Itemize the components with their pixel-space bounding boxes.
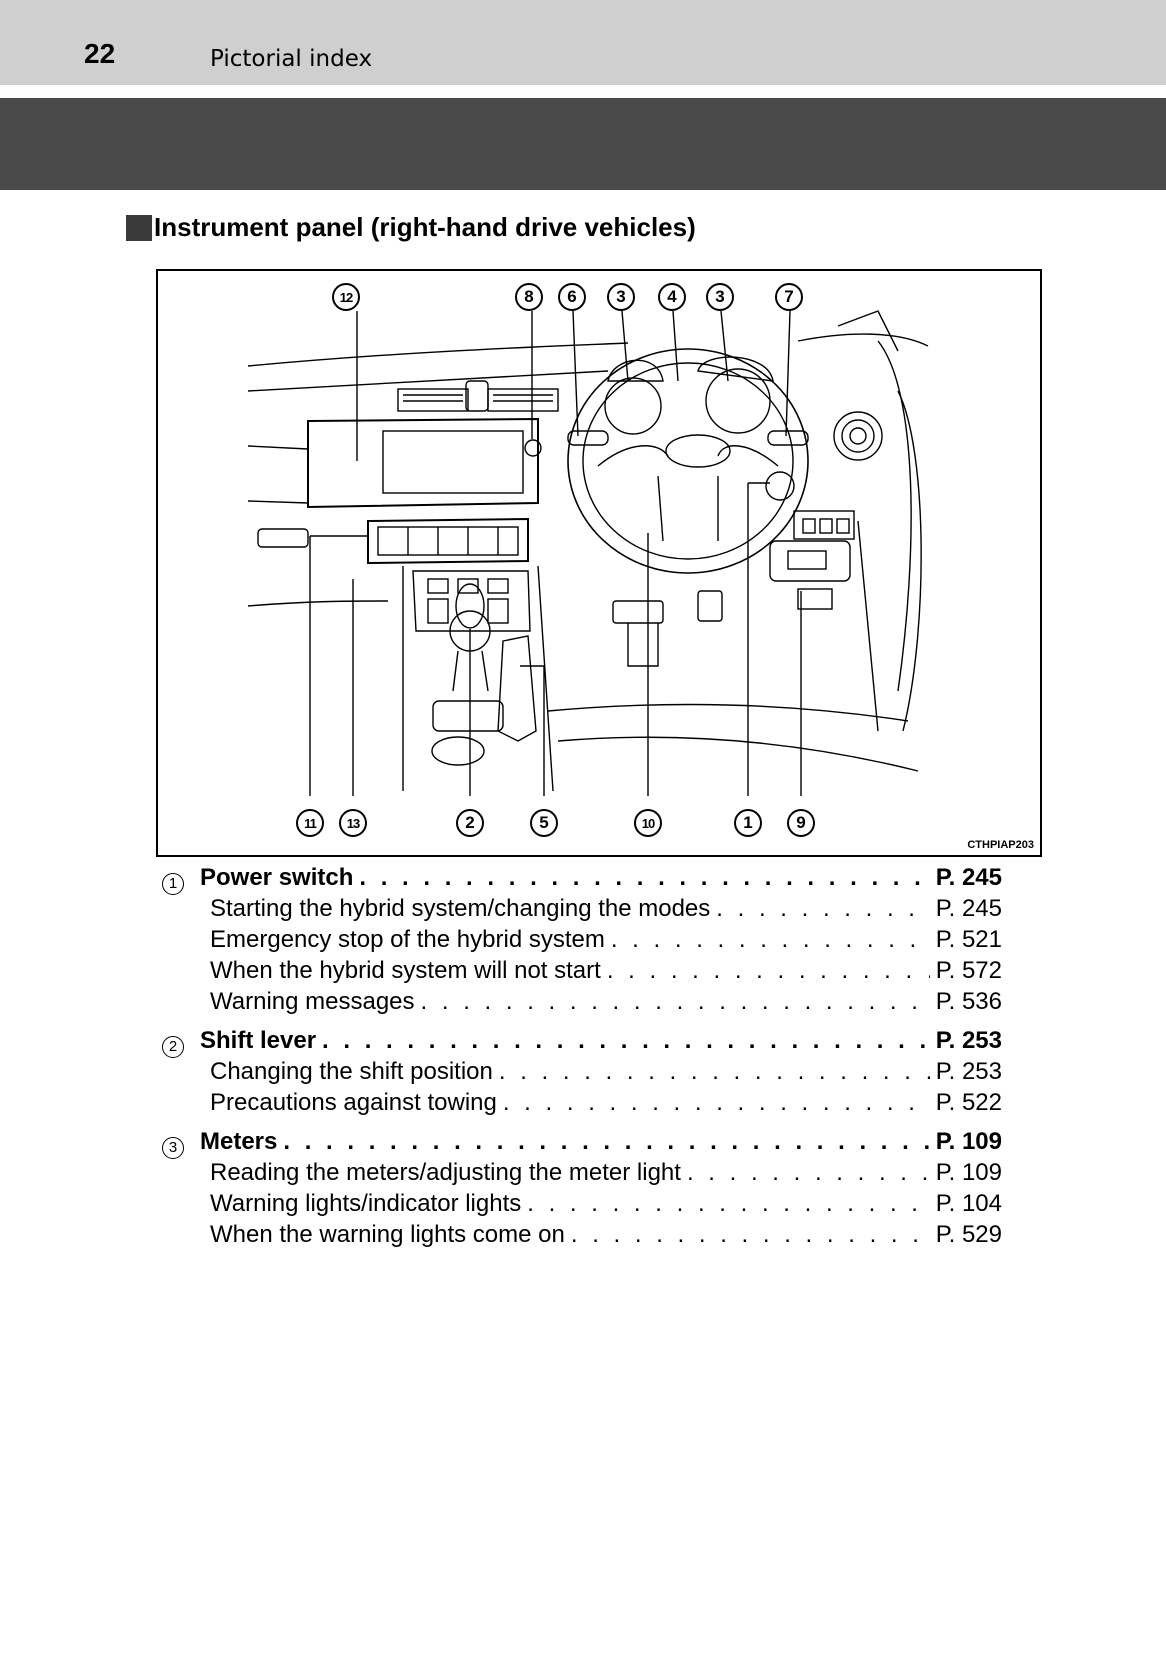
page-reference-link[interactable]: P. 253 — [935, 1027, 1002, 1054]
page-number: 22 — [84, 38, 116, 69]
page-reference-link[interactable]: P. 529 — [935, 1221, 1002, 1248]
page-reference-link[interactable]: P. 521 — [935, 926, 1002, 953]
leader-dots — [499, 1056, 930, 1087]
index-entry-label: Meters — [200, 1128, 278, 1155]
page-reference-link[interactable]: P. 104 — [935, 1190, 1002, 1217]
index-subitem-label: When the warning lights come on — [210, 1221, 565, 1248]
index-subitem-label: Starting the hybrid system/changing the … — [210, 895, 711, 922]
index-subitem-label: Emergency stop of the hybrid system — [210, 926, 605, 953]
index-subitem-row[interactable]: Reading the meters/adjusting the meter l… — [162, 1157, 1002, 1188]
section-title-text: Instrument panel (right-hand drive vehic… — [154, 212, 696, 242]
index-subitem-row[interactable]: Changing the shift position P. 253 — [162, 1056, 1002, 1087]
leader-dots — [322, 1025, 930, 1056]
chapter-band — [0, 98, 1166, 190]
callout-8: 8 — [515, 283, 543, 311]
page-reference-link[interactable]: P. 109 — [935, 1159, 1002, 1186]
callout-12: 12 — [332, 283, 360, 311]
page-reference-link[interactable]: P. 536 — [935, 988, 1002, 1015]
leader-dots — [716, 893, 929, 924]
callout-2: 2 — [456, 809, 484, 837]
leader-dots — [503, 1087, 930, 1118]
index-entry-main-row[interactable]: 2 Shift lever P. 253 — [162, 1025, 1002, 1058]
callout-11: 11 — [296, 809, 324, 837]
index-subitem-row[interactable]: Warning lights/indicator lights P. 104 — [162, 1188, 1002, 1219]
dashboard-illustration — [247, 310, 929, 796]
page-reference-link[interactable]: P. 245 — [935, 864, 1002, 891]
section-square-icon — [126, 214, 152, 241]
header-title: Pictorial index — [210, 46, 373, 72]
leader-dots — [283, 1126, 929, 1157]
index-subitem-label: Warning lights/indicator lights — [210, 1190, 522, 1217]
header-band — [0, 0, 1166, 85]
index-entry-meters: 3 Meters P. 109 Reading the meters/adjus… — [162, 1126, 1002, 1250]
page-reference-link[interactable]: P. 572 — [935, 957, 1002, 984]
callout-7: 7 — [775, 283, 803, 311]
index-subitem-row[interactable]: When the warning lights come on P. 529 — [162, 1219, 1002, 1250]
page-reference-link[interactable]: P. 109 — [935, 1128, 1002, 1155]
leader-dots — [421, 986, 930, 1017]
callout-1: 1 — [734, 809, 762, 837]
callout-4: 4 — [658, 283, 686, 311]
page-reference-link[interactable]: P. 522 — [935, 1089, 1002, 1116]
instrument-panel-figure: 12 8 6 3 4 3 7 11 13 2 5 10 1 9 CTHPIAP2… — [156, 269, 1042, 857]
callout-3-left: 3 — [607, 283, 635, 311]
index-subitem-row[interactable]: Starting the hybrid system/changing the … — [162, 893, 1002, 924]
index-entry-label: Shift lever — [200, 1027, 317, 1054]
leader-dots — [611, 924, 930, 955]
index-entry-power-switch: 1 Power switch P. 245 Starting the hybri… — [162, 862, 1002, 1017]
index-subitem-row[interactable]: When the hybrid system will not start P.… — [162, 955, 1002, 986]
leader-dots — [687, 1157, 930, 1188]
callout-9: 9 — [787, 809, 815, 837]
item-number-marker: 1 — [162, 872, 184, 895]
index-entry-main-row[interactable]: 3 Meters P. 109 — [162, 1126, 1002, 1159]
index-entry-main-row[interactable]: 1 Power switch P. 245 — [162, 862, 1002, 895]
page-reference-link[interactable]: P. 245 — [935, 895, 1002, 922]
index-entry-shift-lever: 2 Shift lever P. 253 Changing the shift … — [162, 1025, 1002, 1118]
leader-dots — [527, 1188, 929, 1219]
leader-dots — [359, 862, 929, 893]
index-subitem-row[interactable]: Emergency stop of the hybrid system P. 5… — [162, 924, 1002, 955]
item-number-marker: 2 — [162, 1035, 184, 1058]
item-number-marker: 3 — [162, 1136, 184, 1159]
index-subitem-label: Changing the shift position — [210, 1058, 493, 1085]
callout-6: 6 — [558, 283, 586, 311]
index-subitem-label: Precautions against towing — [210, 1089, 497, 1116]
page-reference-link[interactable]: P. 253 — [935, 1058, 1002, 1085]
index-subitem-label: Reading the meters/adjusting the meter l… — [210, 1159, 681, 1186]
callout-3-right: 3 — [706, 283, 734, 311]
figure-code: CTHPIAP203 — [967, 839, 1034, 851]
leader-dots — [571, 1219, 930, 1250]
index-entry-label: Power switch — [200, 864, 354, 891]
callout-10: 10 — [634, 809, 662, 837]
leader-dots — [607, 955, 930, 986]
index-subitem-label: When the hybrid system will not start — [210, 957, 601, 984]
callout-5: 5 — [530, 809, 558, 837]
section-title: Instrument panel (right-hand drive vehic… — [126, 212, 696, 243]
index-subitem-label: Warning messages — [210, 988, 415, 1015]
index-subitem-row[interactable]: Precautions against towing P. 522 — [162, 1087, 1002, 1118]
callout-13: 13 — [339, 809, 367, 837]
pictorial-index-list: 1 Power switch P. 245 Starting the hybri… — [162, 862, 1002, 1258]
index-subitem-row[interactable]: Warning messages P. 536 — [162, 986, 1002, 1017]
